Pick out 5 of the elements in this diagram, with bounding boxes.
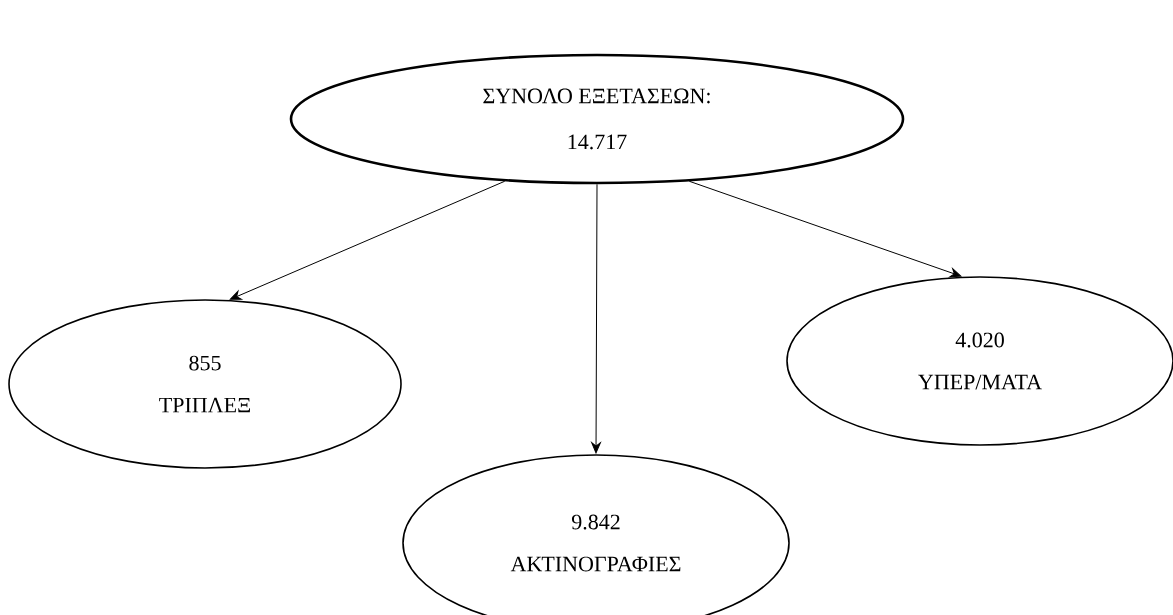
- arrow: [591, 183, 601, 454]
- ellipse-node: ΣΥΝΟΛΟ ΕΞΕΤΑΣΕΩΝ: 14.717: [289, 53, 905, 185]
- arrow: [229, 180, 506, 300]
- arrow: [688, 180, 962, 278]
- ellipse-node: 855 ΤΡΙΠΛΕΞ: [8, 299, 402, 469]
